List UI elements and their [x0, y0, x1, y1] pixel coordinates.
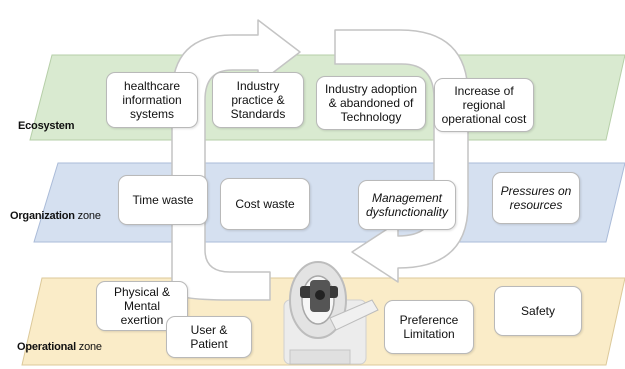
- organization-zone-label: Organization zone: [10, 210, 101, 222]
- user-and-patient-box: User & Patient: [166, 316, 252, 358]
- preference-limitation-box: Preference Limitation: [384, 300, 474, 354]
- cycle-arrow-top: [171, 19, 301, 301]
- healthcare-information-systems-box: healthcare information systems: [106, 72, 198, 128]
- industry-adoption-box: Industry adoption & abandoned of Technol…: [316, 76, 426, 130]
- operational-zone-label: Operational zone: [17, 341, 102, 353]
- management-dysfunctionality-box: Management dysfunctionality: [358, 180, 456, 230]
- regional-operational-cost-box: Increase of regional operational cost: [434, 78, 534, 132]
- ecosystem-label: Ecosystem: [18, 120, 75, 132]
- cost-waste-box: Cost waste: [220, 178, 310, 230]
- time-waste-box: Time waste: [118, 175, 208, 225]
- safety-box: Safety: [494, 286, 582, 336]
- medical-scanner-icon: [283, 261, 379, 365]
- pressures-on-resources-box: Pressures on resources: [492, 172, 580, 224]
- industry-practice-standards-box: Industry practice & Standards: [212, 72, 304, 128]
